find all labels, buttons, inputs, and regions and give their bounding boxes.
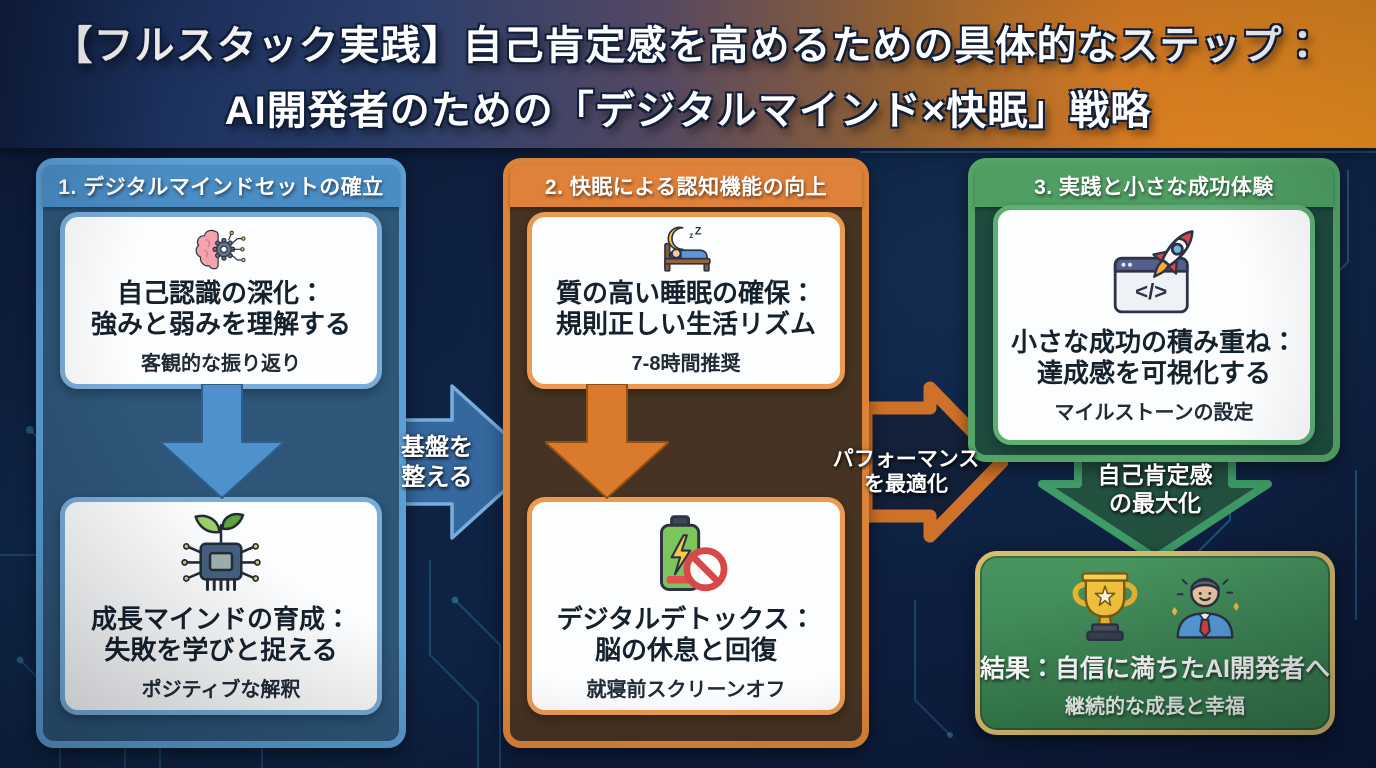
card-self-awareness: 自己認識の深化： 強みと弱みを理解する 客観的な振り返り bbox=[60, 212, 382, 389]
column-1-header: 1. デジタルマインドセットの確立 bbox=[43, 165, 399, 207]
svg-text:z: z bbox=[689, 231, 693, 240]
card-growth-mindset: 成長マインドの育成： 失敗を学びと捉える ポジティブな解釈 bbox=[60, 497, 382, 715]
main-title-line1: 【フルスタック実践】自己肯定感を高めるための具体的なステップ： bbox=[52, 23, 1324, 68]
card-title-line1: 質の高い睡眠の確保： bbox=[555, 277, 816, 308]
arrow-label-line2: を最適化 bbox=[864, 473, 948, 496]
svg-text:</>: </> bbox=[1135, 279, 1167, 304]
arrow-label-foundation: 基盤を 整える bbox=[394, 433, 480, 493]
column-2-header: 2. 快眠による認知機能の向上 bbox=[510, 165, 862, 207]
result-card: 結果：自信に満ちたAI開発者へ 継続的な成長と幸福 bbox=[975, 551, 1335, 735]
card-title-line2: 脳の休息と回復 bbox=[594, 634, 777, 665]
card-subtitle: 7-8時間推奨 bbox=[631, 353, 741, 375]
column-3-header: 3. 実践と小さな成功体験 bbox=[975, 165, 1333, 207]
result-subtitle: 継続的な成長と幸福 bbox=[1065, 696, 1245, 718]
card-title-line2: 強みと弱みを理解する bbox=[90, 308, 351, 339]
trophy-icon bbox=[1072, 572, 1138, 641]
arrow-label-line2: 整える bbox=[401, 464, 473, 491]
arrow-col2-to-col3 bbox=[859, 381, 1008, 543]
moon-sleep-icon: z Z bbox=[664, 225, 711, 272]
arrow-label-performance: パフォーマンス を最適化 bbox=[826, 447, 986, 497]
arrow-label-line1: 自己肯定感 bbox=[1097, 462, 1213, 488]
card-title-line1: 成長マインドの育成： bbox=[90, 603, 351, 634]
card-small-wins: </> 小さな成功の積み重ね： 達成感を可視化する マイルストーンの設定 bbox=[993, 205, 1315, 445]
result-icons bbox=[1062, 567, 1248, 647]
arrow-label-self-esteem: 自己肯定感 の最大化 bbox=[1065, 461, 1245, 517]
arrow-col1-to-col2 bbox=[400, 384, 538, 540]
developer-icon bbox=[1171, 577, 1239, 639]
rocket-code-icon: </> bbox=[1113, 229, 1194, 314]
card-subtitle: 客観的な振り返り bbox=[141, 353, 301, 375]
arrow-label-line1: 基盤を bbox=[401, 434, 473, 461]
card-quality-sleep: z Z 質の高い睡眠の確保： 規則正しい生活リズム 7-8時間推奨 bbox=[527, 212, 845, 389]
svg-text:Z: Z bbox=[695, 225, 702, 237]
card-title-line2: 規則正しい生活リズム bbox=[555, 308, 816, 339]
card-subtitle: ポジティブな解釈 bbox=[141, 679, 301, 701]
card-subtitle: マイルストーンの設定 bbox=[1054, 402, 1254, 425]
card-title-line1: 小さな成功の積み重ね： bbox=[1010, 326, 1297, 357]
main-title-line2: AI開発者のための「デジタルマインド×快眠」戦略 bbox=[224, 88, 1152, 133]
card-title-line2: 達成感を可視化する bbox=[1036, 358, 1271, 388]
header-banner: 【フルスタック実践】自己肯定感を高めるための具体的なステップ： AI開発者のため… bbox=[0, 0, 1376, 148]
battery-detox-icon bbox=[660, 515, 728, 592]
chip-sprout-icon bbox=[181, 512, 261, 591]
arrow-label-line1: パフォーマンス bbox=[832, 448, 980, 471]
result-title: 結果：自信に満ちたAI開発者へ bbox=[980, 655, 1331, 683]
brain-circuit-icon bbox=[195, 229, 246, 270]
down-arrow-col1-icon bbox=[160, 384, 284, 499]
card-title-line1: 自己認識の深化： bbox=[116, 277, 325, 308]
arrow-label-line2: の最大化 bbox=[1109, 490, 1201, 516]
down-arrow-col2-icon bbox=[545, 384, 669, 499]
card-title-line2: 失敗を学びと捉える bbox=[104, 634, 338, 665]
card-title-line1: デジタルデトックス： bbox=[556, 603, 816, 634]
card-subtitle: 就寝前スクリーンオフ bbox=[586, 679, 786, 701]
card-digital-detox: デジタルデトックス： 脳の休息と回復 就寝前スクリーンオフ bbox=[527, 497, 845, 715]
